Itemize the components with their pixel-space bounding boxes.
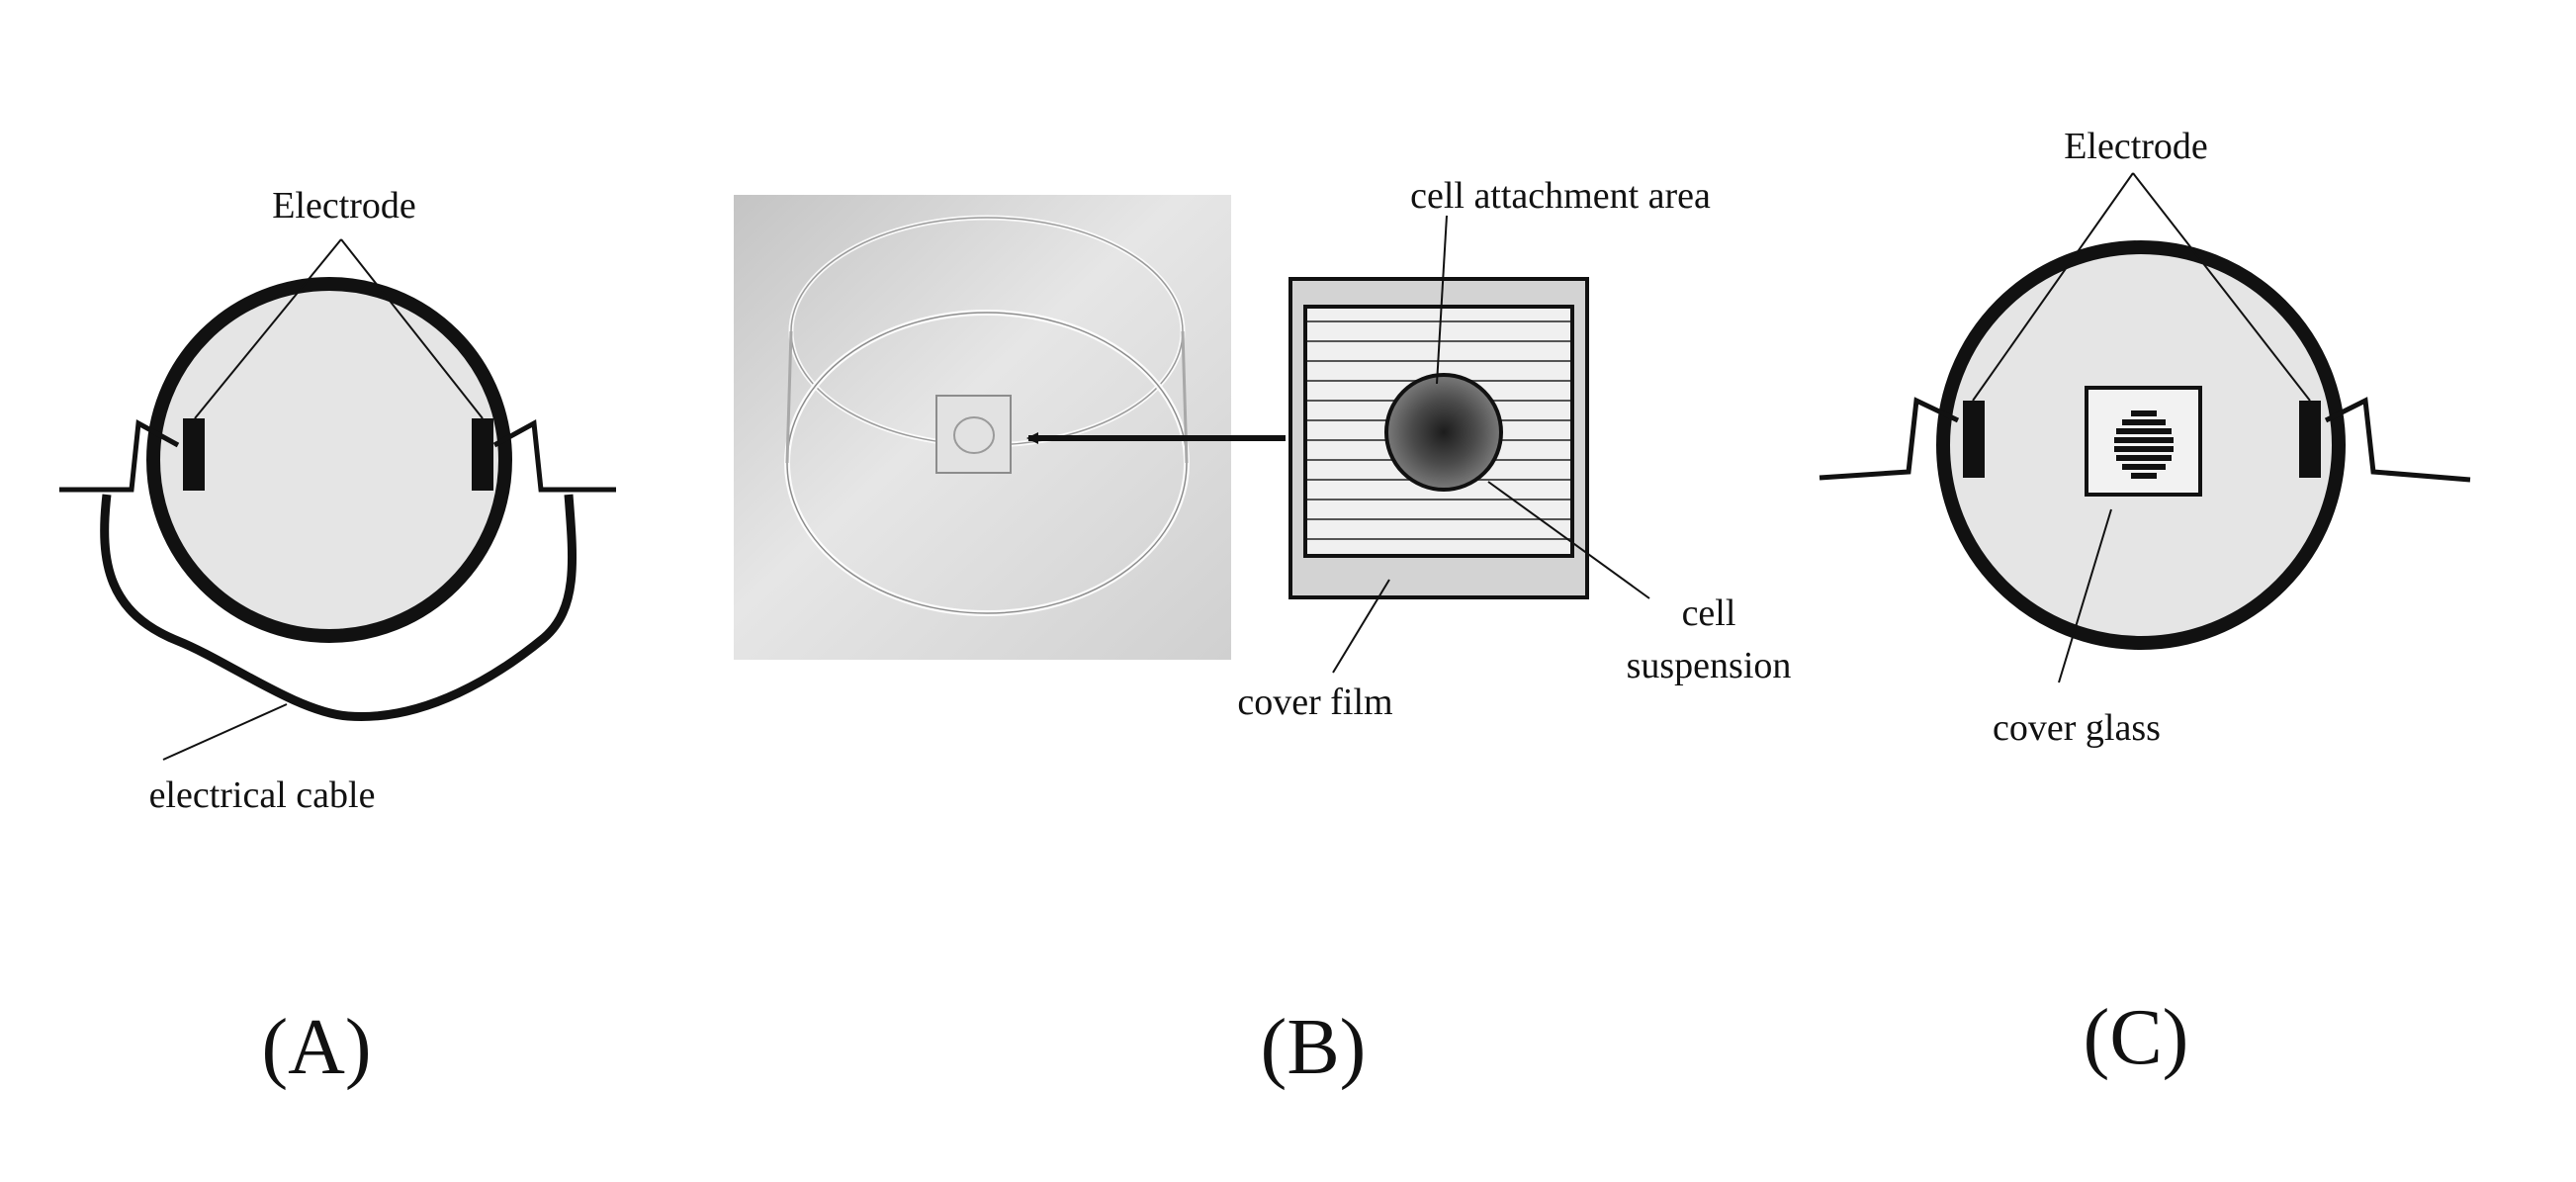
panel-a-cable-pointer <box>162 703 288 761</box>
panel-a-wire-left <box>59 418 180 493</box>
panel-c-electrode-label: Electrode <box>2064 126 2208 167</box>
panel-a-label: (A) <box>261 1004 371 1091</box>
suspension-pointer <box>1487 481 1650 599</box>
attachment-pointer <box>1436 215 1448 385</box>
cover-film-pointer <box>1332 579 1390 674</box>
panel-c-electrode-pointer-left <box>1972 172 2134 402</box>
panel-c-electrode-right <box>2299 401 2321 478</box>
panel-a-electrode-left <box>183 418 205 491</box>
panel-b-label: (B) <box>1261 1004 1367 1091</box>
panel-a-electrode-pointer-left <box>194 238 342 419</box>
suspension-label-line1: cell <box>1682 592 1736 634</box>
panel-a-dish <box>146 277 512 643</box>
suspension-label-line2: suspension <box>1627 645 1792 686</box>
panel-a: Electrode electrical cable (A) <box>59 185 616 1091</box>
panel-b: cell attachment area cell suspension cov… <box>734 175 1791 1091</box>
panel-a-electrode-right <box>472 418 493 491</box>
petri-dish-photo <box>734 195 1231 660</box>
panel-a-electrical-cable <box>100 494 577 722</box>
panel-a-electrode-label: Electrode <box>272 185 416 227</box>
panel-c-wire-right <box>2324 397 2471 483</box>
panel-c: Electrode cover glass (C) <box>1819 126 2471 1081</box>
attachment-label: cell attachment area <box>1410 175 1711 217</box>
panel-c-label: (C) <box>2084 994 2189 1081</box>
panel-a-wire-right <box>492 418 616 493</box>
cell-attachment-area <box>1384 373 1503 492</box>
panel-c-wire-left <box>1819 397 1960 481</box>
cover-glass-pointer <box>2058 508 2112 683</box>
panel-a-cable-label: electrical cable <box>149 774 376 816</box>
panel-c-electrode-left <box>1963 401 1985 478</box>
cover-film-label: cover film <box>1237 682 1392 723</box>
cover-glass-label: cover glass <box>1993 707 2161 749</box>
panel-a-electrode-pointer-right <box>340 238 484 419</box>
panel-c-electrode-pointer-right <box>2132 172 2311 402</box>
cover-glass-cells <box>2114 410 2174 479</box>
